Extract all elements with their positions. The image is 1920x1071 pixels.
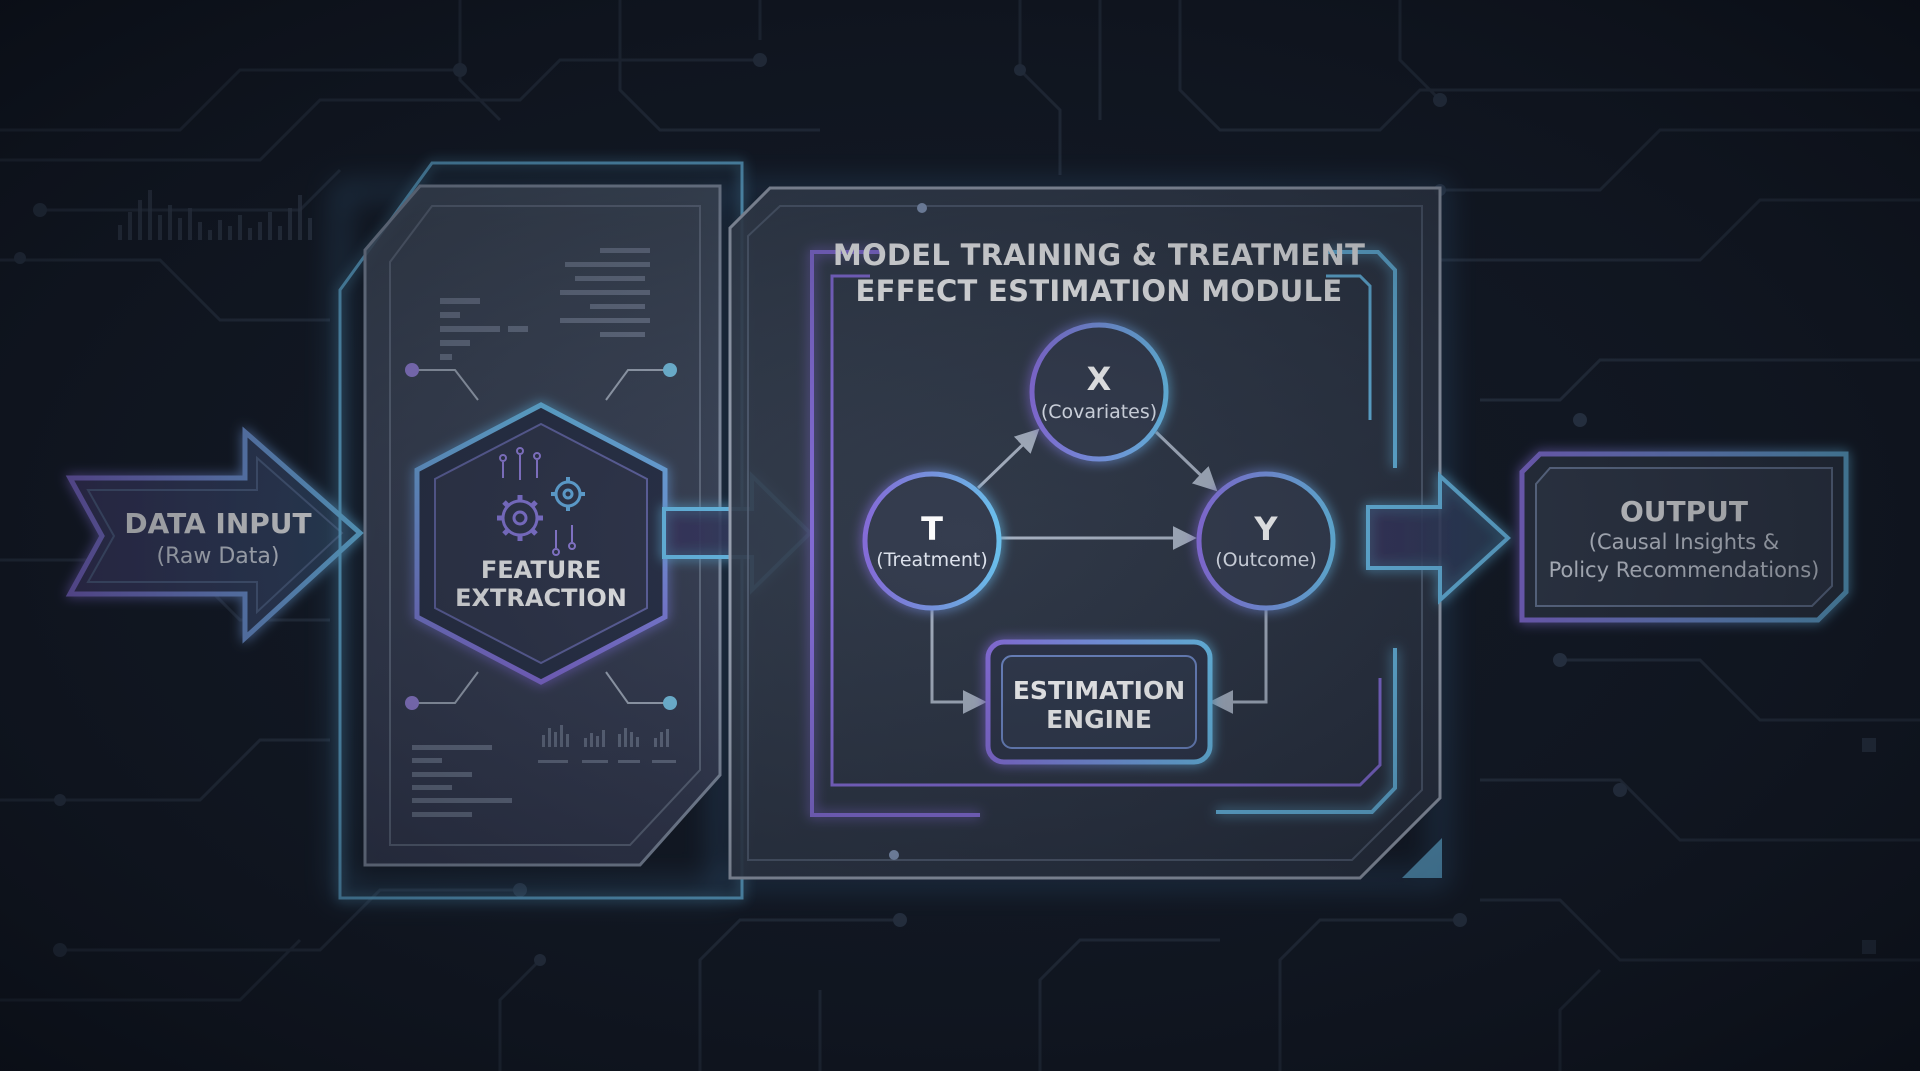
covariates-node[interactable]: X (Covariates) — [1029, 322, 1169, 462]
feature-extraction-label-line1: FEATURE — [481, 556, 601, 584]
data-input-subtitle: (Raw Data) — [157, 544, 280, 569]
treatment-label: (Treatment) — [876, 549, 988, 571]
connector-dot — [663, 363, 677, 377]
covariates-letter: X — [1087, 360, 1112, 398]
data-input-title: DATA INPUT — [124, 507, 311, 540]
outcome-node[interactable]: Y (Outcome) — [1196, 471, 1336, 611]
module-title-line1: MODEL TRAINING & TREATMENT — [833, 238, 1365, 272]
output-line2: Policy Recommendations) — [1549, 558, 1820, 582]
estimation-engine-line1: ESTIMATION — [1013, 676, 1185, 705]
module-title-line2: EFFECT ESTIMATION MODULE — [856, 274, 1343, 308]
outcome-letter: Y — [1253, 510, 1278, 548]
panel-dot — [917, 203, 927, 213]
model-module-panel[interactable]: MODEL TRAINING & TREATMENT EFFECT ESTIMA… — [728, 186, 1442, 880]
output-title: OUTPUT — [1620, 495, 1748, 528]
treatment-node[interactable]: T (Treatment) — [862, 471, 1002, 611]
output-line1: (Causal Insights & — [1589, 530, 1780, 554]
connector-dot — [405, 363, 419, 377]
estimation-engine-line2: ENGINE — [1046, 705, 1152, 734]
connector-dot — [663, 696, 677, 710]
estimation-engine-box[interactable]: ESTIMATION ENGINE — [985, 639, 1213, 765]
connector-dot — [405, 696, 419, 710]
outcome-label: (Outcome) — [1215, 549, 1317, 571]
output-box[interactable]: OUTPUT (Causal Insights & Policy Recomme… — [1519, 451, 1849, 623]
panel-dot — [889, 850, 899, 860]
feature-extraction-label-line2: EXTRACTION — [455, 584, 627, 612]
treatment-letter: T — [921, 510, 943, 548]
covariates-label: (Covariates) — [1041, 401, 1157, 423]
